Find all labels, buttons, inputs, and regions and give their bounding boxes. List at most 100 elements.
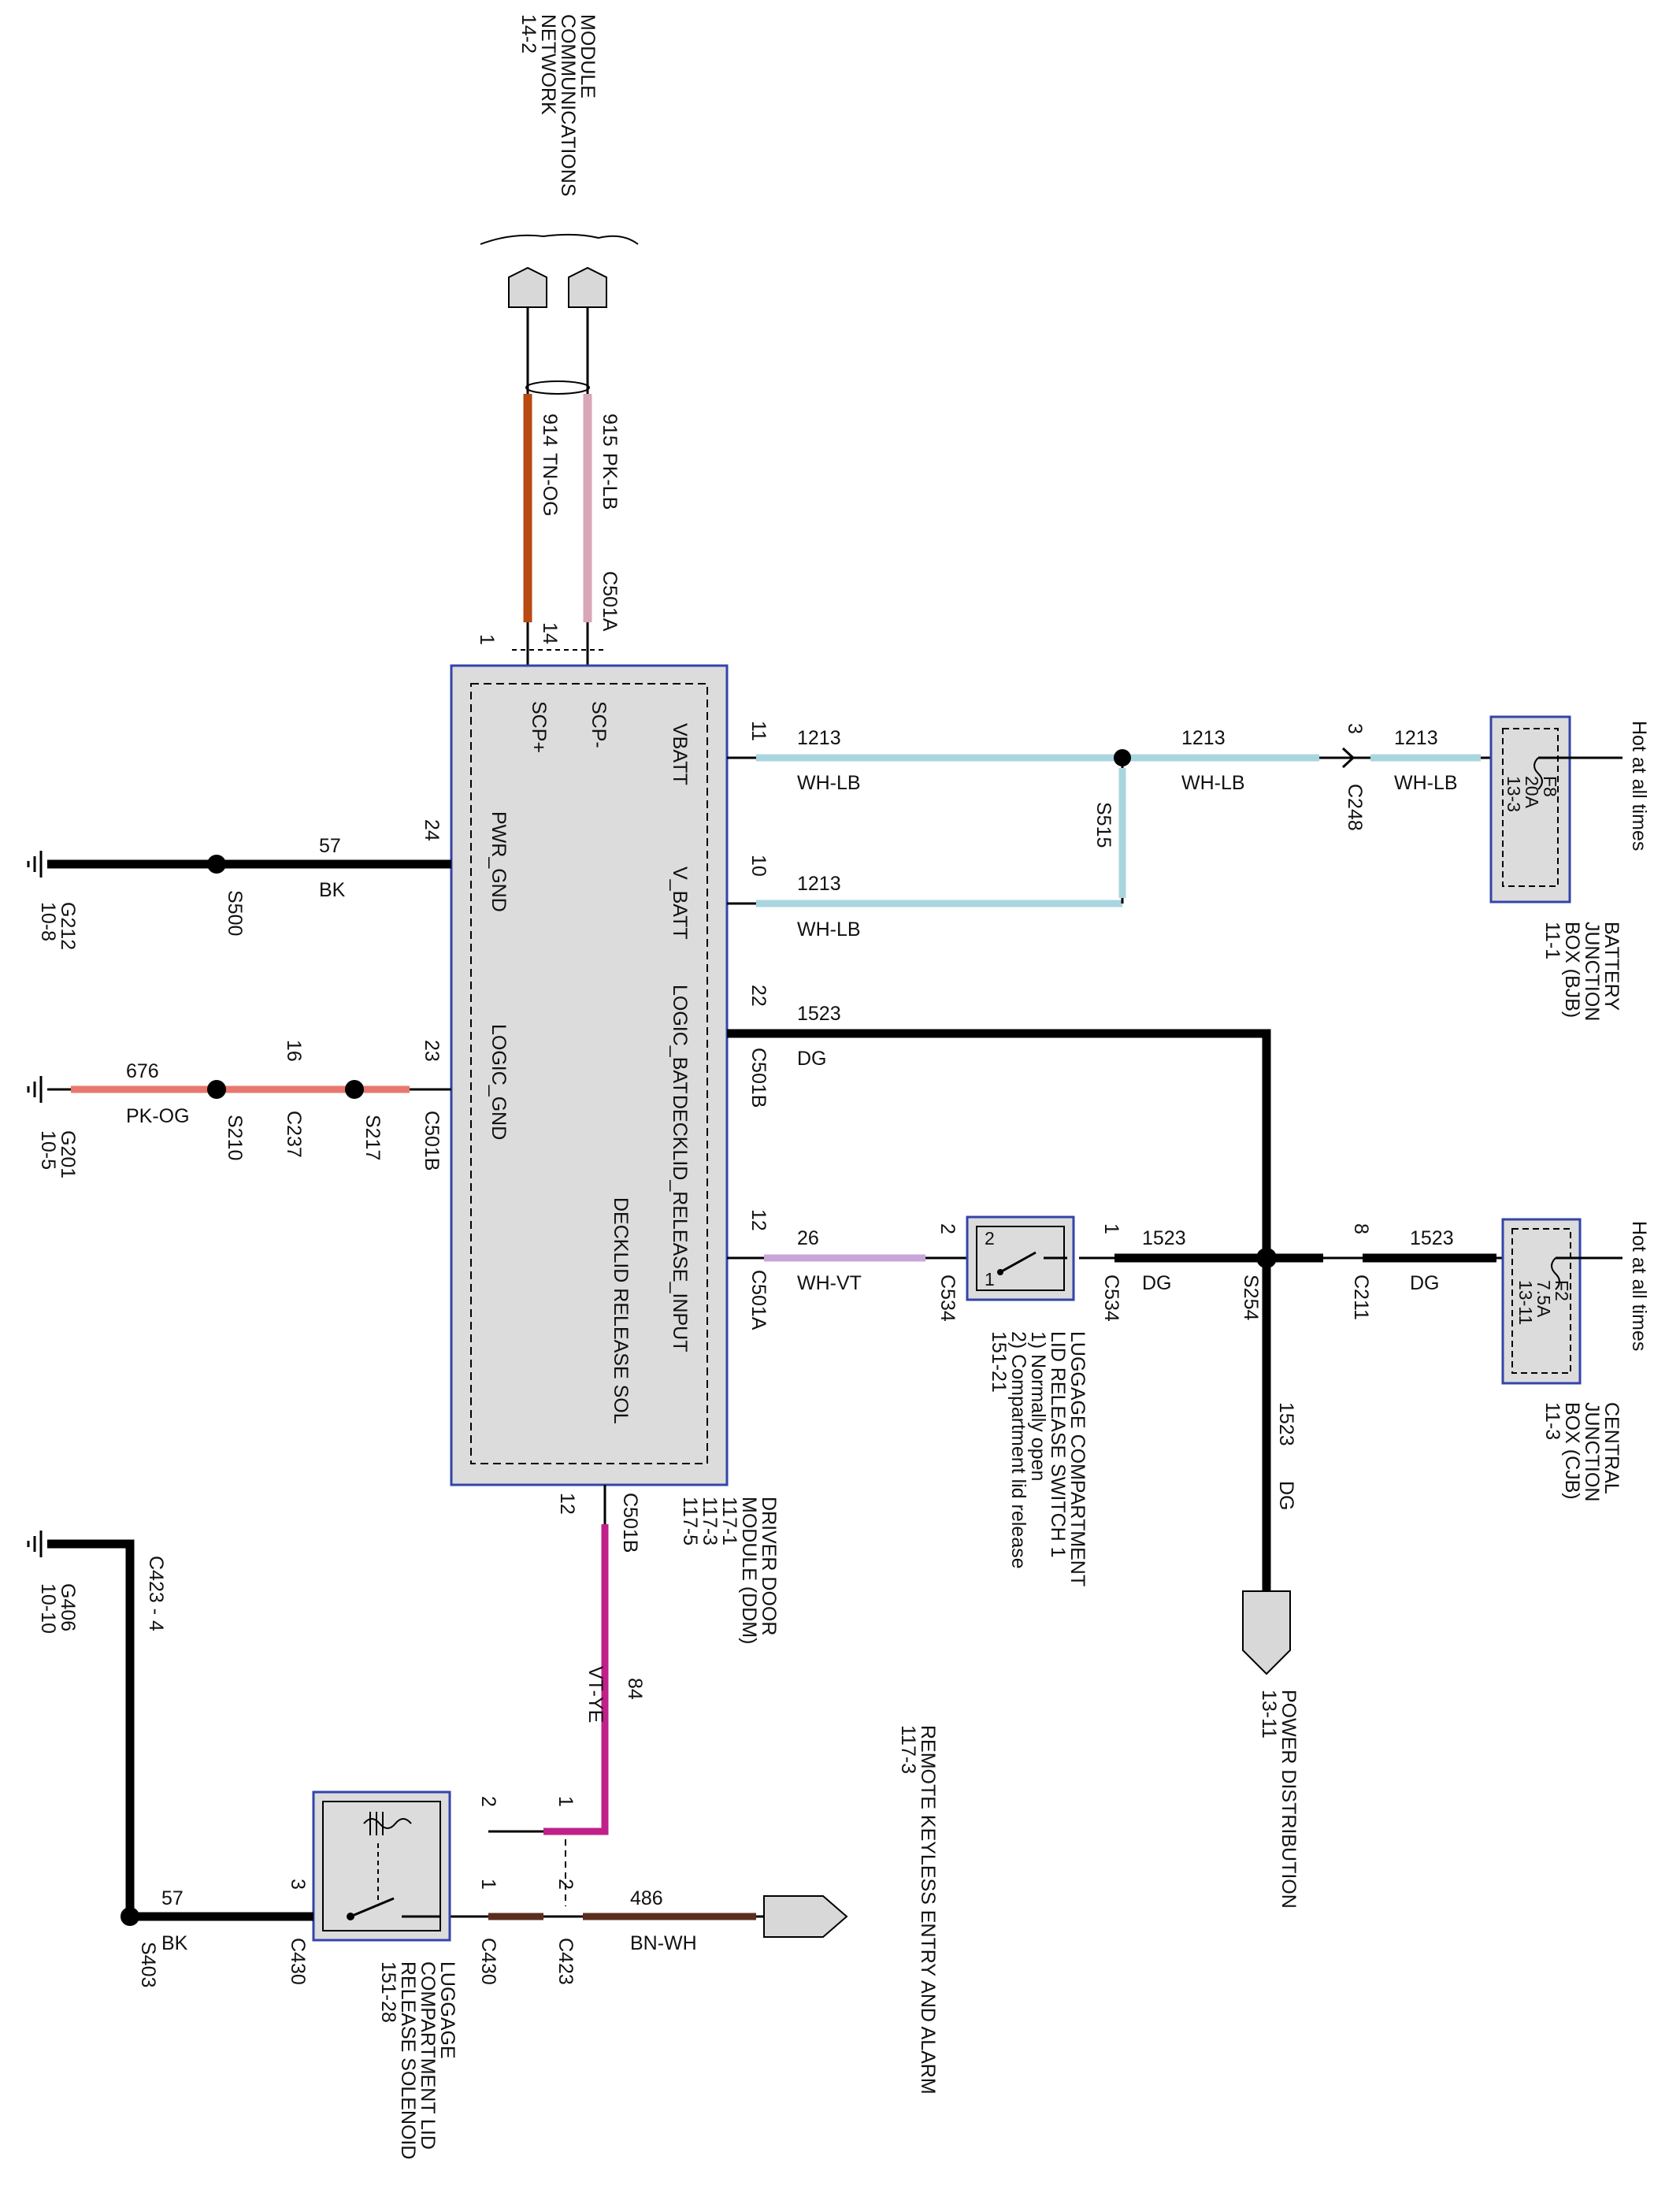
svg-text:JUNCTION: JUNCTION [1581, 1402, 1603, 1501]
pin-label-decklid-sol: DECKLID RELEASE SOL [610, 1197, 632, 1424]
network-label-3: NETWORK [537, 14, 559, 115]
svg-text:3: 3 [287, 1879, 309, 1890]
svg-text:2: 2 [554, 1879, 577, 1890]
svg-text:BN-WH: BN-WH [630, 1932, 697, 1954]
svg-text:1213: 1213 [1394, 727, 1438, 749]
svg-text:C501B: C501B [619, 1493, 641, 1553]
svg-text:WH-VT: WH-VT [797, 1272, 862, 1294]
battery-junction-box: F8 20A 13-3 Hot at all times BATTERY JUN… [1489, 715, 1650, 1021]
svg-text:C237: C237 [283, 1111, 305, 1158]
svg-text:20A: 20A [1522, 776, 1542, 809]
svg-text:1: 1 [477, 1879, 499, 1890]
pin-label-logic-bat: LOGIC_BAT [669, 985, 691, 1093]
svg-text:1523: 1523 [1410, 1227, 1454, 1249]
svg-text:S500: S500 [224, 890, 246, 936]
svg-text:2: 2 [477, 1796, 499, 1807]
svg-text:C430: C430 [477, 1938, 499, 1985]
vbatt-circuit: 11 1213 WH-LB S515 1213 WH-LB 3 C248 121… [727, 721, 1496, 848]
svg-text:57: 57 [319, 835, 341, 857]
svg-text:LUGGAGE: LUGGAGE [436, 1961, 458, 2059]
svg-text:57: 57 [161, 1887, 184, 1909]
svg-text:Hot at all times: Hot at all times [1628, 721, 1650, 851]
svg-text:1523: 1523 [1142, 1227, 1186, 1249]
module-name-2: MODULE (DDM) [738, 1497, 760, 1645]
svg-text:BK: BK [319, 879, 346, 901]
svg-text:G406: G406 [57, 1583, 79, 1631]
wire-84 [543, 1524, 609, 1835]
pwr-gnd-circuit: 24 57 BK S500 G212 10-8 [27, 819, 451, 950]
svg-text:C248: C248 [1344, 784, 1366, 831]
svg-text:13-11: 13-11 [1258, 1690, 1280, 1738]
svg-text:REMOTE KEYLESS ENTRY AND ALARM: REMOTE KEYLESS ENTRY AND ALARM [917, 1725, 939, 2095]
svg-text:C534: C534 [1100, 1275, 1122, 1322]
driver-door-module: SCP+ SCP- VBATT V_BATT LOGIC_BAT DECKLID… [450, 664, 780, 1645]
svg-text:BATTERY: BATTERY [1600, 922, 1623, 1011]
svg-text:WH-LB: WH-LB [797, 918, 861, 941]
g406-circuit: C423 - 4 G406 10-10 S403 57 BK [27, 1531, 313, 1987]
switch-contact-icon [999, 1251, 1067, 1274]
svg-text:WH-LB: WH-LB [1394, 772, 1458, 794]
fuse-f2-icon [1551, 1257, 1560, 1290]
cjb-box [1501, 1218, 1582, 1385]
splice-s210 [207, 1080, 226, 1099]
svg-text:DG: DG [1142, 1272, 1172, 1294]
svg-text:LID RELEASE SWITCH 1: LID RELEASE SWITCH 1 [1047, 1331, 1069, 1558]
svg-text:Hot at all times: Hot at all times [1628, 1221, 1650, 1351]
svg-text:C211: C211 [1350, 1275, 1372, 1320]
svg-text:1) Normally open: 1) Normally open [1027, 1331, 1049, 1481]
ground-icon-g212 [27, 851, 43, 878]
svg-text:486: 486 [630, 1887, 663, 1909]
svg-text:JUNCTION: JUNCTION [1581, 922, 1603, 1021]
bjb-box [1489, 715, 1571, 904]
splice-s217 [345, 1080, 364, 1099]
svg-text:2: 2 [936, 1223, 959, 1234]
pin-label-scp-plus: SCP+ [528, 701, 550, 753]
svg-text:676: 676 [126, 1060, 159, 1082]
svg-text:12: 12 [556, 1493, 578, 1515]
svg-text:2: 2 [985, 1228, 995, 1249]
twisted-pair-icon [525, 380, 590, 395]
svg-text:G212: G212 [57, 902, 79, 950]
svg-text:117-3: 117-3 [699, 1497, 721, 1545]
svg-text:14: 14 [539, 622, 561, 644]
svg-text:11-3: 11-3 [1541, 1402, 1563, 1440]
svg-text:WH-LB: WH-LB [797, 772, 861, 794]
splice-s500 [207, 855, 226, 874]
module-inner-dashed [470, 683, 708, 1464]
svg-text:11: 11 [747, 721, 770, 741]
module-box [450, 664, 729, 1486]
svg-text:84: 84 [624, 1678, 646, 1700]
pin-label-decklid-input: DECKLID_RELEASE_INPUT [669, 1095, 691, 1353]
svg-text:24: 24 [421, 819, 443, 841]
svg-text:G201: G201 [57, 1130, 79, 1178]
svg-text:22: 22 [747, 985, 770, 1007]
network-reference: MODULE COMMUNICATIONS NETWORK 14-2 [480, 14, 639, 308]
svg-text:1: 1 [476, 634, 498, 645]
rke-circuit: 486 BN-WH 2 C423 1 C430 REMOTE KEYLESS E… [299, 1725, 939, 2095]
decklid-sol-circuit: 12 C501B 84 VT-YE 1 2 [477, 1485, 646, 1906]
svg-text:13-3: 13-3 [1504, 776, 1524, 812]
svg-text:1213: 1213 [1181, 727, 1226, 749]
svg-text:C501B: C501B [747, 1048, 770, 1108]
svg-text:C501B: C501B [421, 1111, 443, 1171]
svg-text:8: 8 [1350, 1223, 1372, 1234]
svg-text:10: 10 [747, 855, 770, 877]
svg-text:10-10: 10-10 [37, 1583, 59, 1634]
svg-text:CENTRAL: CENTRAL [1600, 1402, 1623, 1494]
svg-text:S254: S254 [1240, 1275, 1262, 1320]
svg-text:COMPARTMENT LID: COMPARTMENT LID [417, 1961, 439, 2150]
svg-text:PK-LB: PK-LB [599, 453, 621, 510]
pin-label-logic-gnd: LOGIC_GND [488, 1024, 510, 1140]
svg-text:915: 915 [599, 414, 621, 447]
scp-wires: 914 TN-OG 915 PK-LB C501A 1 14 [476, 307, 621, 666]
ground-icon-g406 [27, 1531, 43, 1557]
svg-text:TN-OG: TN-OG [539, 453, 561, 517]
svg-text:16: 16 [283, 1040, 305, 1062]
svg-text:1: 1 [554, 1796, 577, 1807]
svg-text:26: 26 [797, 1227, 819, 1249]
ground-icon-g201 [27, 1076, 43, 1103]
svg-text:LUGGAGE COMPARTMENT: LUGGAGE COMPARTMENT [1066, 1331, 1088, 1586]
power-distribution: 1523 DG POWER DISTRIBUTION 13-11 [1242, 1258, 1300, 1909]
solenoid-box [312, 1790, 451, 1942]
svg-text:C501A: C501A [599, 571, 621, 632]
